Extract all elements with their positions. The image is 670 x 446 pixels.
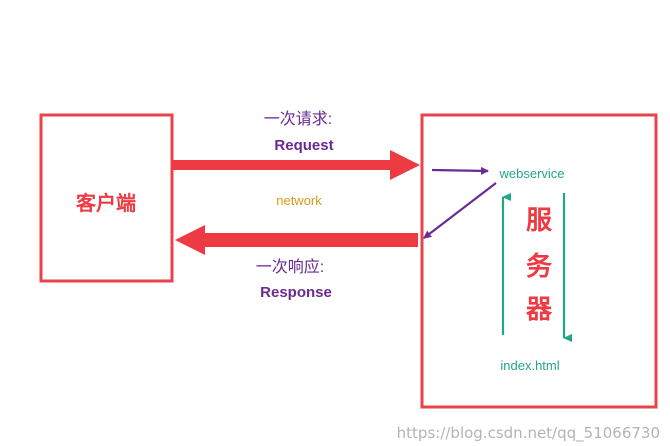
server-box [420,113,658,409]
response-label: Response [260,284,332,301]
watermark: https://blog.csdn.net/qq_51066730 [396,424,660,442]
response-caption: 一次响应: [256,257,324,276]
response-arrow [175,225,418,255]
request-caption: 一次请求: [264,110,332,128]
incoming-request-arrow [431,166,489,175]
client-box [39,113,174,283]
webservice-label: webservice [498,166,564,181]
index-html-label: index.html [500,358,559,373]
server-label-char-1: 服 [526,205,553,235]
server-label-char-2: 务 [526,251,552,281]
request-label: Request [274,137,333,154]
request-arrow [172,150,420,180]
network-label: network [276,193,322,208]
client-label: 客户端 [75,191,136,215]
outgoing-response-arrow [423,182,497,239]
server-label-char-3: 器 [525,294,553,324]
